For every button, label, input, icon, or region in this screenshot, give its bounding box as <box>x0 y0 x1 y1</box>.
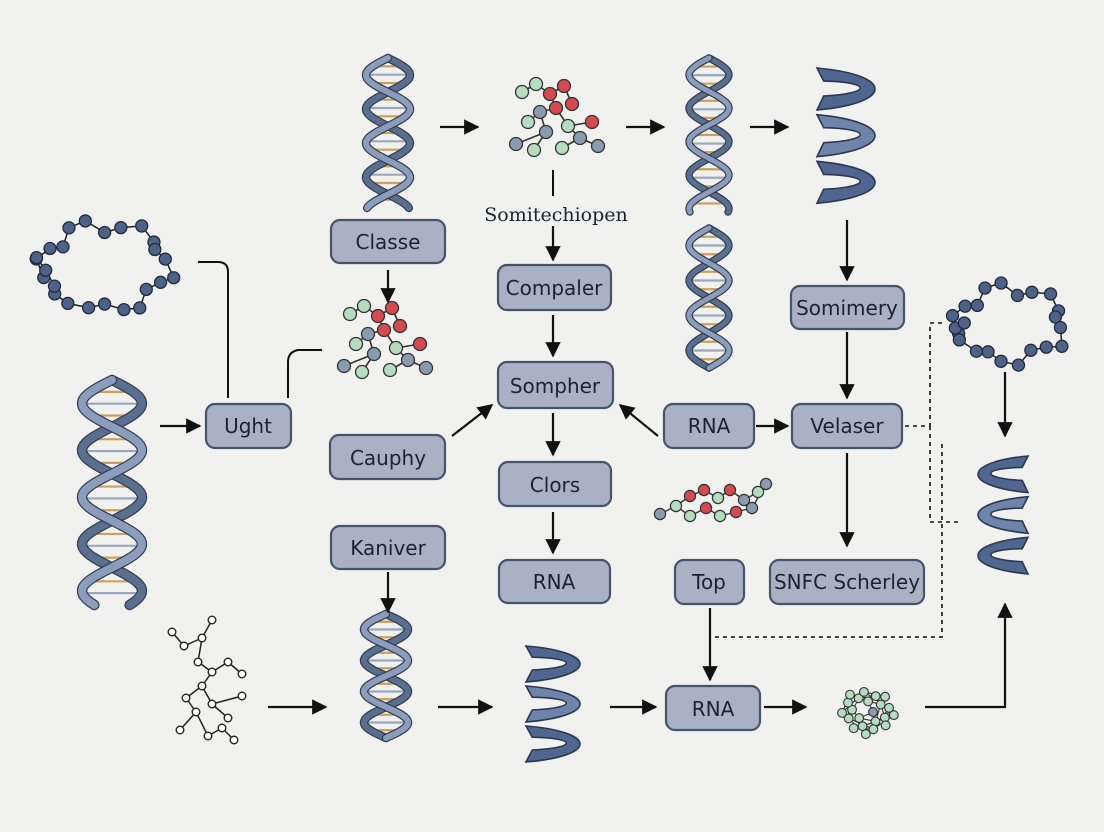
dashed-velaser-link <box>905 322 960 523</box>
icon-layer <box>29 53 1069 763</box>
dna-helix-top-left <box>361 53 415 213</box>
node-somimery: Somimery <box>789 284 906 331</box>
node-somimery-label: Somimery <box>796 296 898 320</box>
cluster-icon-bottom <box>837 686 899 740</box>
dna-helix-bottom <box>359 609 413 743</box>
ribbon-icon-bottom <box>524 645 581 763</box>
dna-helix-top-mid <box>685 54 733 216</box>
node-compaler-label: Compaler <box>506 276 603 300</box>
ribbon-icon-right <box>977 455 1030 575</box>
node-rna-bottom: RNA <box>664 684 762 732</box>
node-snfc-scherley-label: SNFC Scherley <box>774 570 920 594</box>
node-rna-center-label: RNA <box>533 570 576 594</box>
dashed-top-link <box>715 440 943 638</box>
molecule-icon-mid-left <box>336 298 434 380</box>
box-layer: Classe Compaler Sompher Clors RNA Ught C… <box>204 204 926 732</box>
annotation-somitechiopen: Somitechiopen <box>484 204 627 226</box>
node-rna-mid: RNA <box>662 402 756 450</box>
node-kaniver-label: Kaniver <box>350 536 426 560</box>
node-clors: Clors <box>497 460 613 508</box>
node-classe-label: Classe <box>356 230 421 254</box>
node-compaler: Compaler <box>496 263 613 312</box>
node-rna-mid-label: RNA <box>688 414 731 438</box>
node-velaser-label: Velaser <box>810 414 884 438</box>
node-sompher: Sompher <box>496 360 615 410</box>
node-top: Top <box>673 558 746 606</box>
node-velaser: Velaser <box>790 402 904 450</box>
dna-helix-mid <box>685 224 733 372</box>
dna-helix-left <box>76 374 148 611</box>
node-cauphy: Cauphy <box>328 433 447 481</box>
node-sompher-label: Sompher <box>510 374 601 398</box>
bead-chain-right <box>945 276 1069 372</box>
node-top-label: Top <box>691 570 726 594</box>
arrow-layer <box>160 119 1013 715</box>
connector-chain-to-ught <box>198 261 229 398</box>
arrow-cluster-to-ribbon-right <box>925 602 1013 709</box>
node-ught: Ught <box>204 402 293 450</box>
node-rna-bottom-label: RNA <box>692 697 735 721</box>
node-cauphy-label: Cauphy <box>350 446 426 470</box>
arrow-cauphy-to-sompher <box>451 404 494 437</box>
connector-ught-to-molecule <box>287 349 322 398</box>
molecule-icon-top <box>508 76 606 158</box>
ribbon-icon-top-right <box>815 67 876 205</box>
molecule-strand-right <box>653 477 773 523</box>
arrow-rna-to-sompher <box>618 404 659 437</box>
node-kaniver: Kaniver <box>329 524 447 571</box>
node-clors-label: Clors <box>530 473 580 497</box>
network-icon-bottom-left <box>167 615 247 745</box>
node-rna-center: RNA <box>497 558 612 605</box>
node-classe: Classe <box>329 218 447 265</box>
bead-chain-left <box>29 214 181 317</box>
node-snfc-scherley: SNFC Scherley <box>768 558 926 606</box>
node-ught-label: Ught <box>224 414 272 438</box>
